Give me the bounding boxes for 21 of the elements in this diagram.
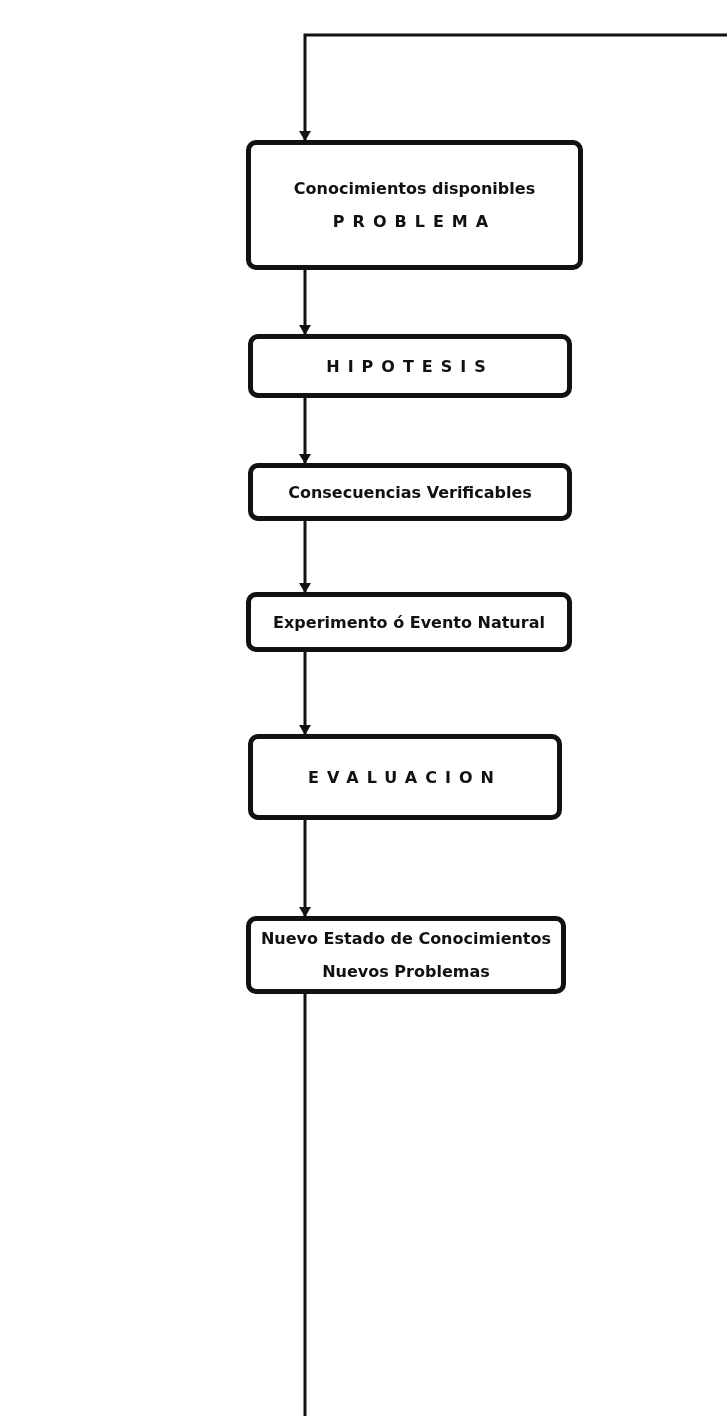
box-text: EVALUACION: [308, 767, 502, 787]
box-text: Conocimientos disponibles: [293, 179, 536, 198]
process-box: [248, 734, 562, 820]
box-text: Nuevos Problemas: [322, 962, 490, 981]
process-box: [246, 916, 566, 994]
connector-line: [303, 994, 307, 1416]
arrow: [299, 270, 311, 335]
process-box: [246, 592, 572, 652]
arrow: [299, 33, 727, 141]
arrow: [299, 398, 311, 464]
box-text: PROBLEMA: [332, 212, 497, 231]
arrow: [299, 820, 311, 917]
arrow: [299, 521, 311, 593]
process-box: [246, 140, 583, 270]
box-text: Experimento ó Evento Natural: [273, 612, 545, 632]
box-text: Nuevo Estado de Conocimientos: [260, 929, 552, 948]
box-text: Consecuencias Verificables: [288, 482, 532, 502]
process-box: [248, 463, 572, 521]
process-box: [248, 334, 572, 398]
box-text: HIPOTESIS: [326, 356, 494, 376]
arrow: [299, 652, 311, 735]
